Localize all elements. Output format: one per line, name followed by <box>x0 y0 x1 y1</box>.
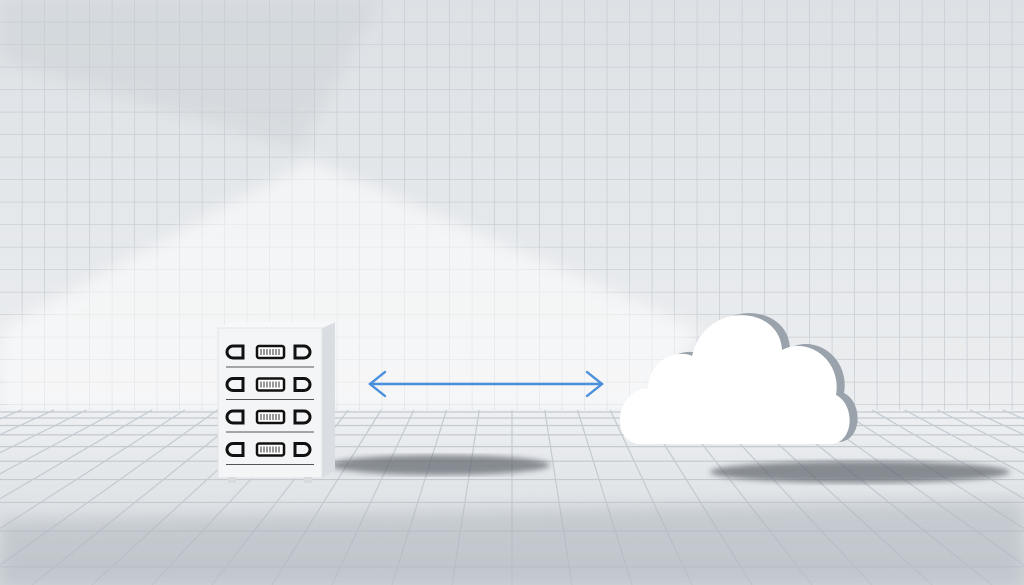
floor-grid-line <box>0 409 87 454</box>
wall-shadow <box>0 0 380 150</box>
floor-grid-line <box>0 409 153 500</box>
cloud-shadow <box>710 461 1010 483</box>
server-foot <box>228 477 236 483</box>
floor-grid-line <box>0 409 186 530</box>
server-drive-bay <box>225 442 314 465</box>
wall <box>0 0 1024 412</box>
floor-grid-line <box>0 409 120 475</box>
floor-grid-line <box>937 409 1024 454</box>
light-beam <box>0 160 700 412</box>
server-shadow <box>330 455 550 475</box>
floor-grid-line <box>871 409 1024 500</box>
server-rack <box>217 322 335 483</box>
floor-grid-line <box>838 409 1024 530</box>
cloud-icon <box>619 313 858 444</box>
server-drive-bay <box>225 377 314 400</box>
server-drive-bay <box>225 409 314 433</box>
floor-shadow <box>0 500 1024 585</box>
server-foot <box>304 477 312 483</box>
server-drive-bay <box>225 344 314 368</box>
bidirectional-arrow-icon <box>368 370 604 398</box>
floor-grid-line <box>904 409 1024 475</box>
floor <box>0 409 1024 585</box>
